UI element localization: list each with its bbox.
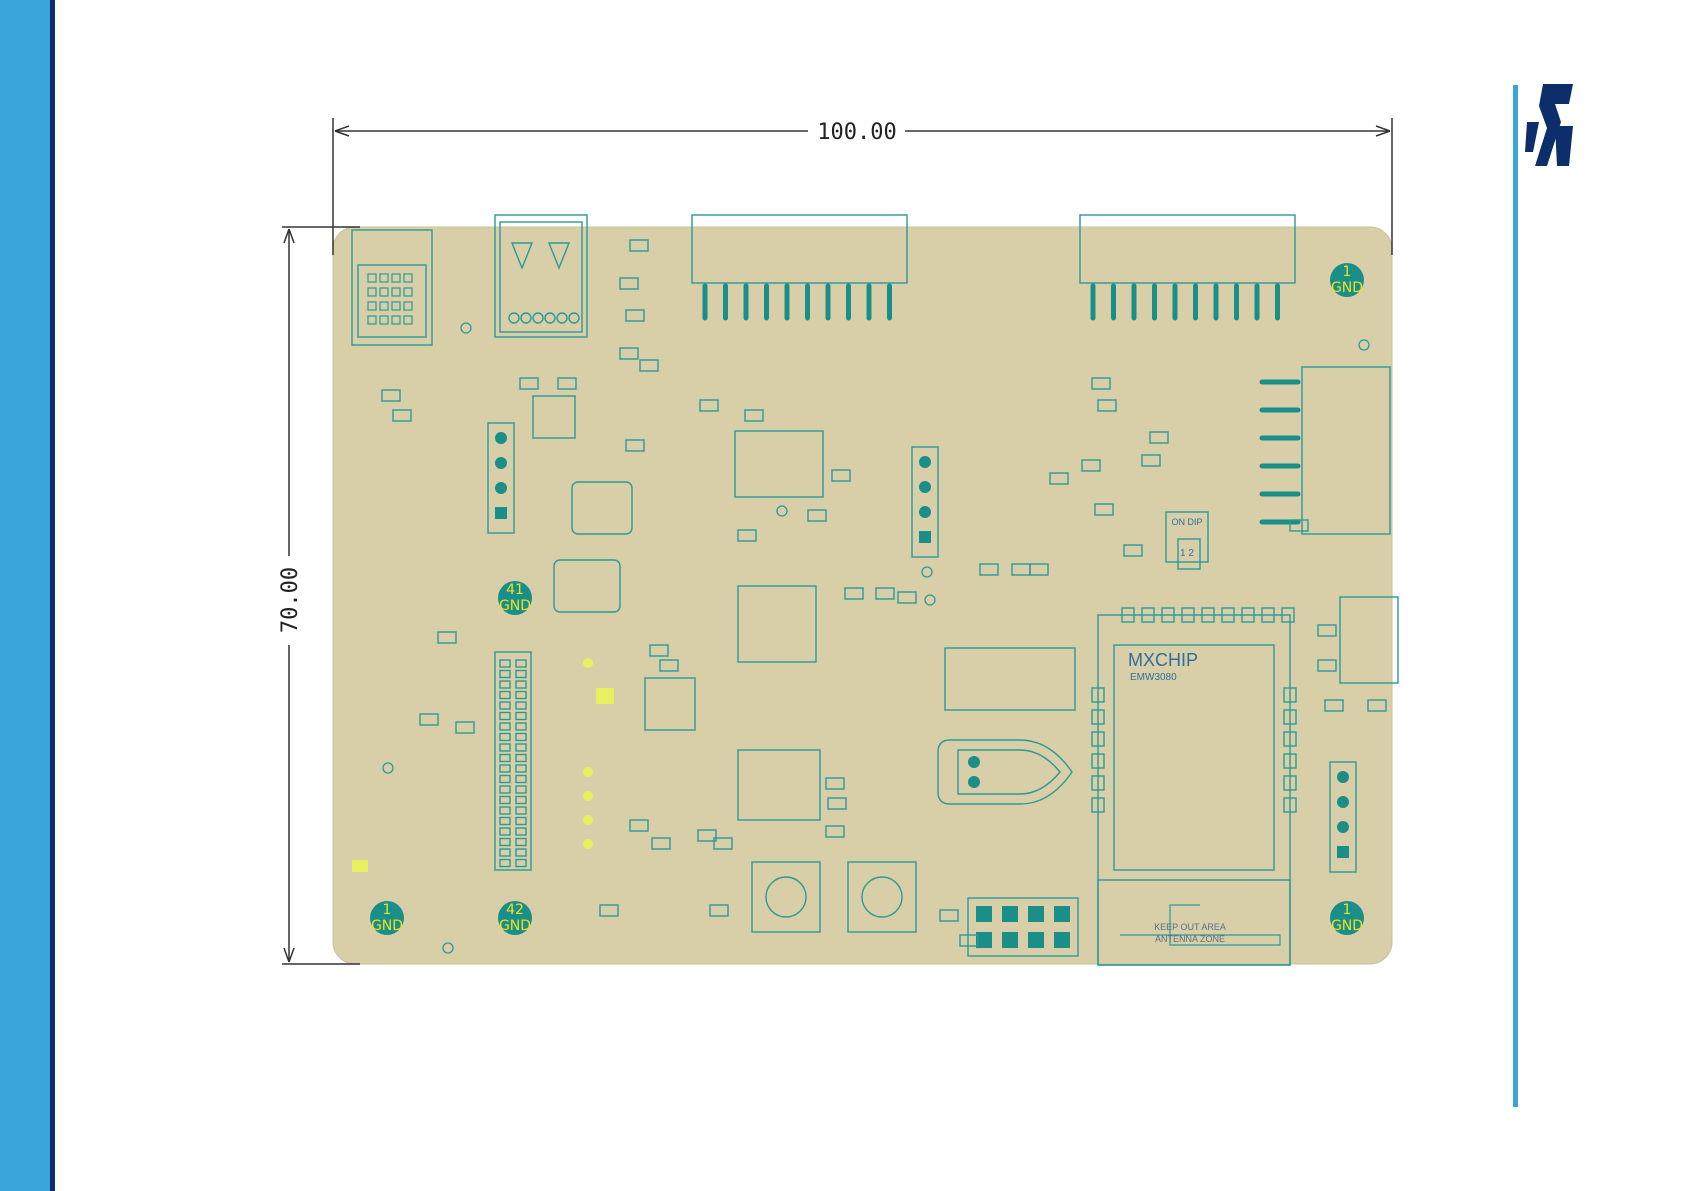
svg-text:42: 42 <box>506 902 524 918</box>
mounting-hole-top-right: 1 GND <box>1330 263 1364 297</box>
svg-text:ON DIP: ON DIP <box>1171 517 1202 527</box>
svg-text:1: 1 <box>1343 902 1352 918</box>
svg-text:41: 41 <box>506 582 524 598</box>
mounting-hole-bottom-left: 1 GND <box>370 901 404 935</box>
svg-text:GND: GND <box>1331 280 1363 296</box>
mounting-hole-bottom-right: 1 GND <box>1330 901 1364 935</box>
width-dimension-label: 100.00 <box>817 120 896 145</box>
antenna-note-1: KEEP OUT AREA <box>1154 922 1226 932</box>
mounting-hole-41: 41 GND <box>498 581 532 615</box>
svg-text:1 2: 1 2 <box>1180 548 1194 559</box>
svg-text:GND: GND <box>499 598 531 614</box>
svg-text:1: 1 <box>1343 264 1352 280</box>
mounting-hole-42: 42 GND <box>498 901 532 935</box>
svg-text:GND: GND <box>1331 918 1363 934</box>
svg-text:GND: GND <box>499 918 531 934</box>
module-part: EMW3080 <box>1130 672 1177 683</box>
antenna-note-2: ANTENNA ZONE <box>1155 934 1225 944</box>
height-dimension-label: 70.00 <box>278 567 303 633</box>
svg-text:1: 1 <box>383 902 392 918</box>
svg-text:GND: GND <box>371 918 403 934</box>
module-brand: MXCHIP <box>1128 650 1198 670</box>
